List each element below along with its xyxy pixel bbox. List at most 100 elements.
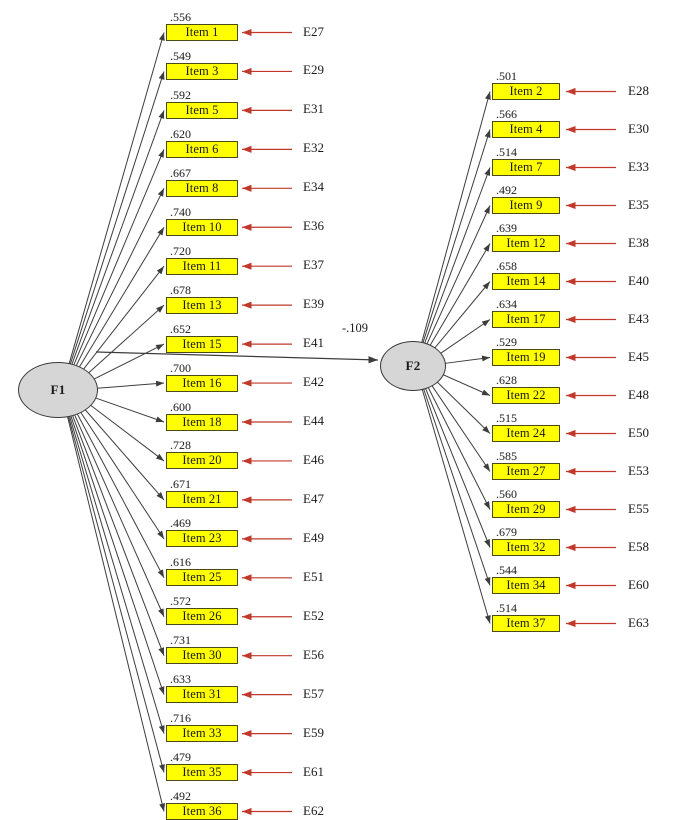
observed-variable-box[interactable]: Item 33 <box>166 725 238 743</box>
observed-variable-label: Item 32 <box>506 540 546 554</box>
observed-variable-box[interactable]: Item 5 <box>166 101 238 119</box>
error-term-label[interactable]: E55 <box>628 500 649 516</box>
smc-value: .720 <box>170 243 191 258</box>
observed-variable-box[interactable]: Item 17 <box>492 311 560 328</box>
observed-variable-label: Item 33 <box>182 726 222 741</box>
observed-variable-label: Item 15 <box>182 336 222 351</box>
error-term-label[interactable]: E34 <box>303 179 324 195</box>
error-term-label[interactable]: E29 <box>303 62 324 78</box>
observed-variable-label: Item 24 <box>506 426 546 440</box>
smc-value: .600 <box>170 399 191 414</box>
error-term-label[interactable]: E30 <box>628 120 649 136</box>
error-term-label[interactable]: E49 <box>303 529 324 545</box>
observed-variable-box[interactable]: Item 34 <box>492 577 560 594</box>
smc-value: .469 <box>170 516 191 531</box>
smc-value: .592 <box>170 87 191 102</box>
error-term-label[interactable]: E61 <box>303 763 324 779</box>
observed-variable-box[interactable]: Item 16 <box>166 374 238 392</box>
observed-variable-box[interactable]: Item 14 <box>492 273 560 290</box>
error-term-label[interactable]: E27 <box>303 23 324 39</box>
error-term-label[interactable]: E45 <box>628 348 649 364</box>
latent-factor-f2[interactable]: F2 <box>380 341 446 391</box>
error-term-label[interactable]: E50 <box>628 424 649 440</box>
observed-variable-label: Item 21 <box>182 492 222 507</box>
error-term-label[interactable]: E40 <box>628 272 649 288</box>
error-term-label[interactable]: E41 <box>303 335 324 351</box>
error-term-label[interactable]: E42 <box>303 374 324 390</box>
observed-variable-box[interactable]: Item 12 <box>492 235 560 252</box>
observed-variable-box[interactable]: Item 37 <box>492 615 560 632</box>
latent-factor-f2-label: F2 <box>405 358 421 373</box>
observed-variable-box[interactable]: Item 30 <box>166 647 238 665</box>
observed-variable-label: Item 4 <box>509 122 543 136</box>
observed-variable-box[interactable]: Item 24 <box>492 425 560 442</box>
observed-variable-label: Item 2 <box>509 84 543 98</box>
observed-variable-box[interactable]: Item 11 <box>166 257 238 275</box>
observed-variable-box[interactable]: Item 3 <box>166 62 238 80</box>
error-term-label[interactable]: E44 <box>303 413 324 428</box>
observed-variable-box[interactable]: Item 19 <box>492 349 560 366</box>
observed-variable-label: Item 36 <box>182 804 222 818</box>
error-term-label[interactable]: E39 <box>303 296 324 312</box>
error-term-label[interactable]: E51 <box>303 568 324 584</box>
observed-variable-box[interactable]: Item 27 <box>492 463 560 480</box>
error-term-label[interactable]: E36 <box>303 218 324 234</box>
latent-factor-f1[interactable]: F1 <box>18 362 98 418</box>
observed-variable-box[interactable]: Item 13 <box>166 296 238 314</box>
error-term-label[interactable]: E63 <box>628 614 649 630</box>
error-term-label[interactable]: E59 <box>303 724 324 740</box>
observed-variable-label: Item 31 <box>182 687 222 702</box>
observed-variable-box[interactable]: Item 29 <box>492 501 560 518</box>
error-term-label[interactable]: E58 <box>628 538 649 554</box>
observed-variable-box[interactable]: Item 31 <box>166 686 238 704</box>
observed-variable-box[interactable]: Item 9 <box>492 197 560 214</box>
observed-variable-box[interactable]: Item 1 <box>166 24 238 41</box>
smc-value: .560 <box>496 487 517 501</box>
error-term-label[interactable]: E37 <box>303 257 324 273</box>
observed-variable-box[interactable]: Item 23 <box>166 530 238 548</box>
error-term-label[interactable]: E28 <box>628 82 649 98</box>
observed-variable-box[interactable]: Item 22 <box>492 387 560 404</box>
observed-variable-box[interactable]: Item 10 <box>166 218 238 236</box>
error-term-label[interactable]: E48 <box>628 386 649 402</box>
observed-variable-box[interactable]: Item 15 <box>166 335 238 353</box>
error-term-label[interactable]: E62 <box>303 802 324 818</box>
observed-variable-box[interactable]: Item 32 <box>492 539 560 556</box>
observed-variable-box[interactable]: Item 35 <box>166 764 238 782</box>
observed-variable-label: Item 8 <box>185 180 219 195</box>
smc-value: .479 <box>170 750 191 765</box>
observed-variable-box[interactable]: Item 18 <box>166 413 238 431</box>
error-term-label[interactable]: E31 <box>303 101 324 117</box>
error-term-label[interactable]: E47 <box>303 490 324 506</box>
error-term-label[interactable]: E46 <box>303 451 324 467</box>
observed-variable-box[interactable]: Item 4 <box>492 121 560 138</box>
observed-variable-box[interactable]: Item 25 <box>166 569 238 587</box>
observed-variable-label: Item 12 <box>506 236 546 250</box>
observed-variable-box[interactable]: Item 7 <box>492 159 560 176</box>
observed-variable-box[interactable]: Item 20 <box>166 452 238 470</box>
observed-variable-box[interactable]: Item 6 <box>166 140 238 158</box>
error-term-label[interactable]: E57 <box>303 685 324 701</box>
error-term-label[interactable]: E33 <box>628 158 649 174</box>
smc-value: .620 <box>170 126 191 141</box>
observed-variable-box[interactable]: Item 36 <box>166 803 238 820</box>
smc-value: .566 <box>496 107 517 121</box>
observed-variable-box[interactable]: Item 8 <box>166 179 238 197</box>
error-term-label[interactable]: E52 <box>303 607 324 623</box>
error-term-label[interactable]: E32 <box>303 140 324 156</box>
observed-variable-box[interactable]: Item 2 <box>492 83 560 100</box>
smc-value: .514 <box>496 145 517 159</box>
error-term-label[interactable]: E53 <box>628 462 649 478</box>
observed-variable-label: Item 10 <box>182 219 222 234</box>
smc-value: .678 <box>170 282 191 297</box>
error-term-label[interactable]: E43 <box>628 310 649 326</box>
diagram-edges <box>67 28 616 816</box>
observed-variable-label: Item 17 <box>506 312 546 326</box>
error-term-label[interactable]: E60 <box>628 576 649 592</box>
observed-variable-box[interactable]: Item 26 <box>166 608 238 626</box>
observed-variable-box[interactable]: Item 21 <box>166 491 238 509</box>
error-term-label[interactable]: E38 <box>628 234 649 250</box>
error-term-label[interactable]: E56 <box>303 646 324 662</box>
error-term-label[interactable]: E35 <box>628 196 649 212</box>
smc-value: .652 <box>170 321 191 336</box>
